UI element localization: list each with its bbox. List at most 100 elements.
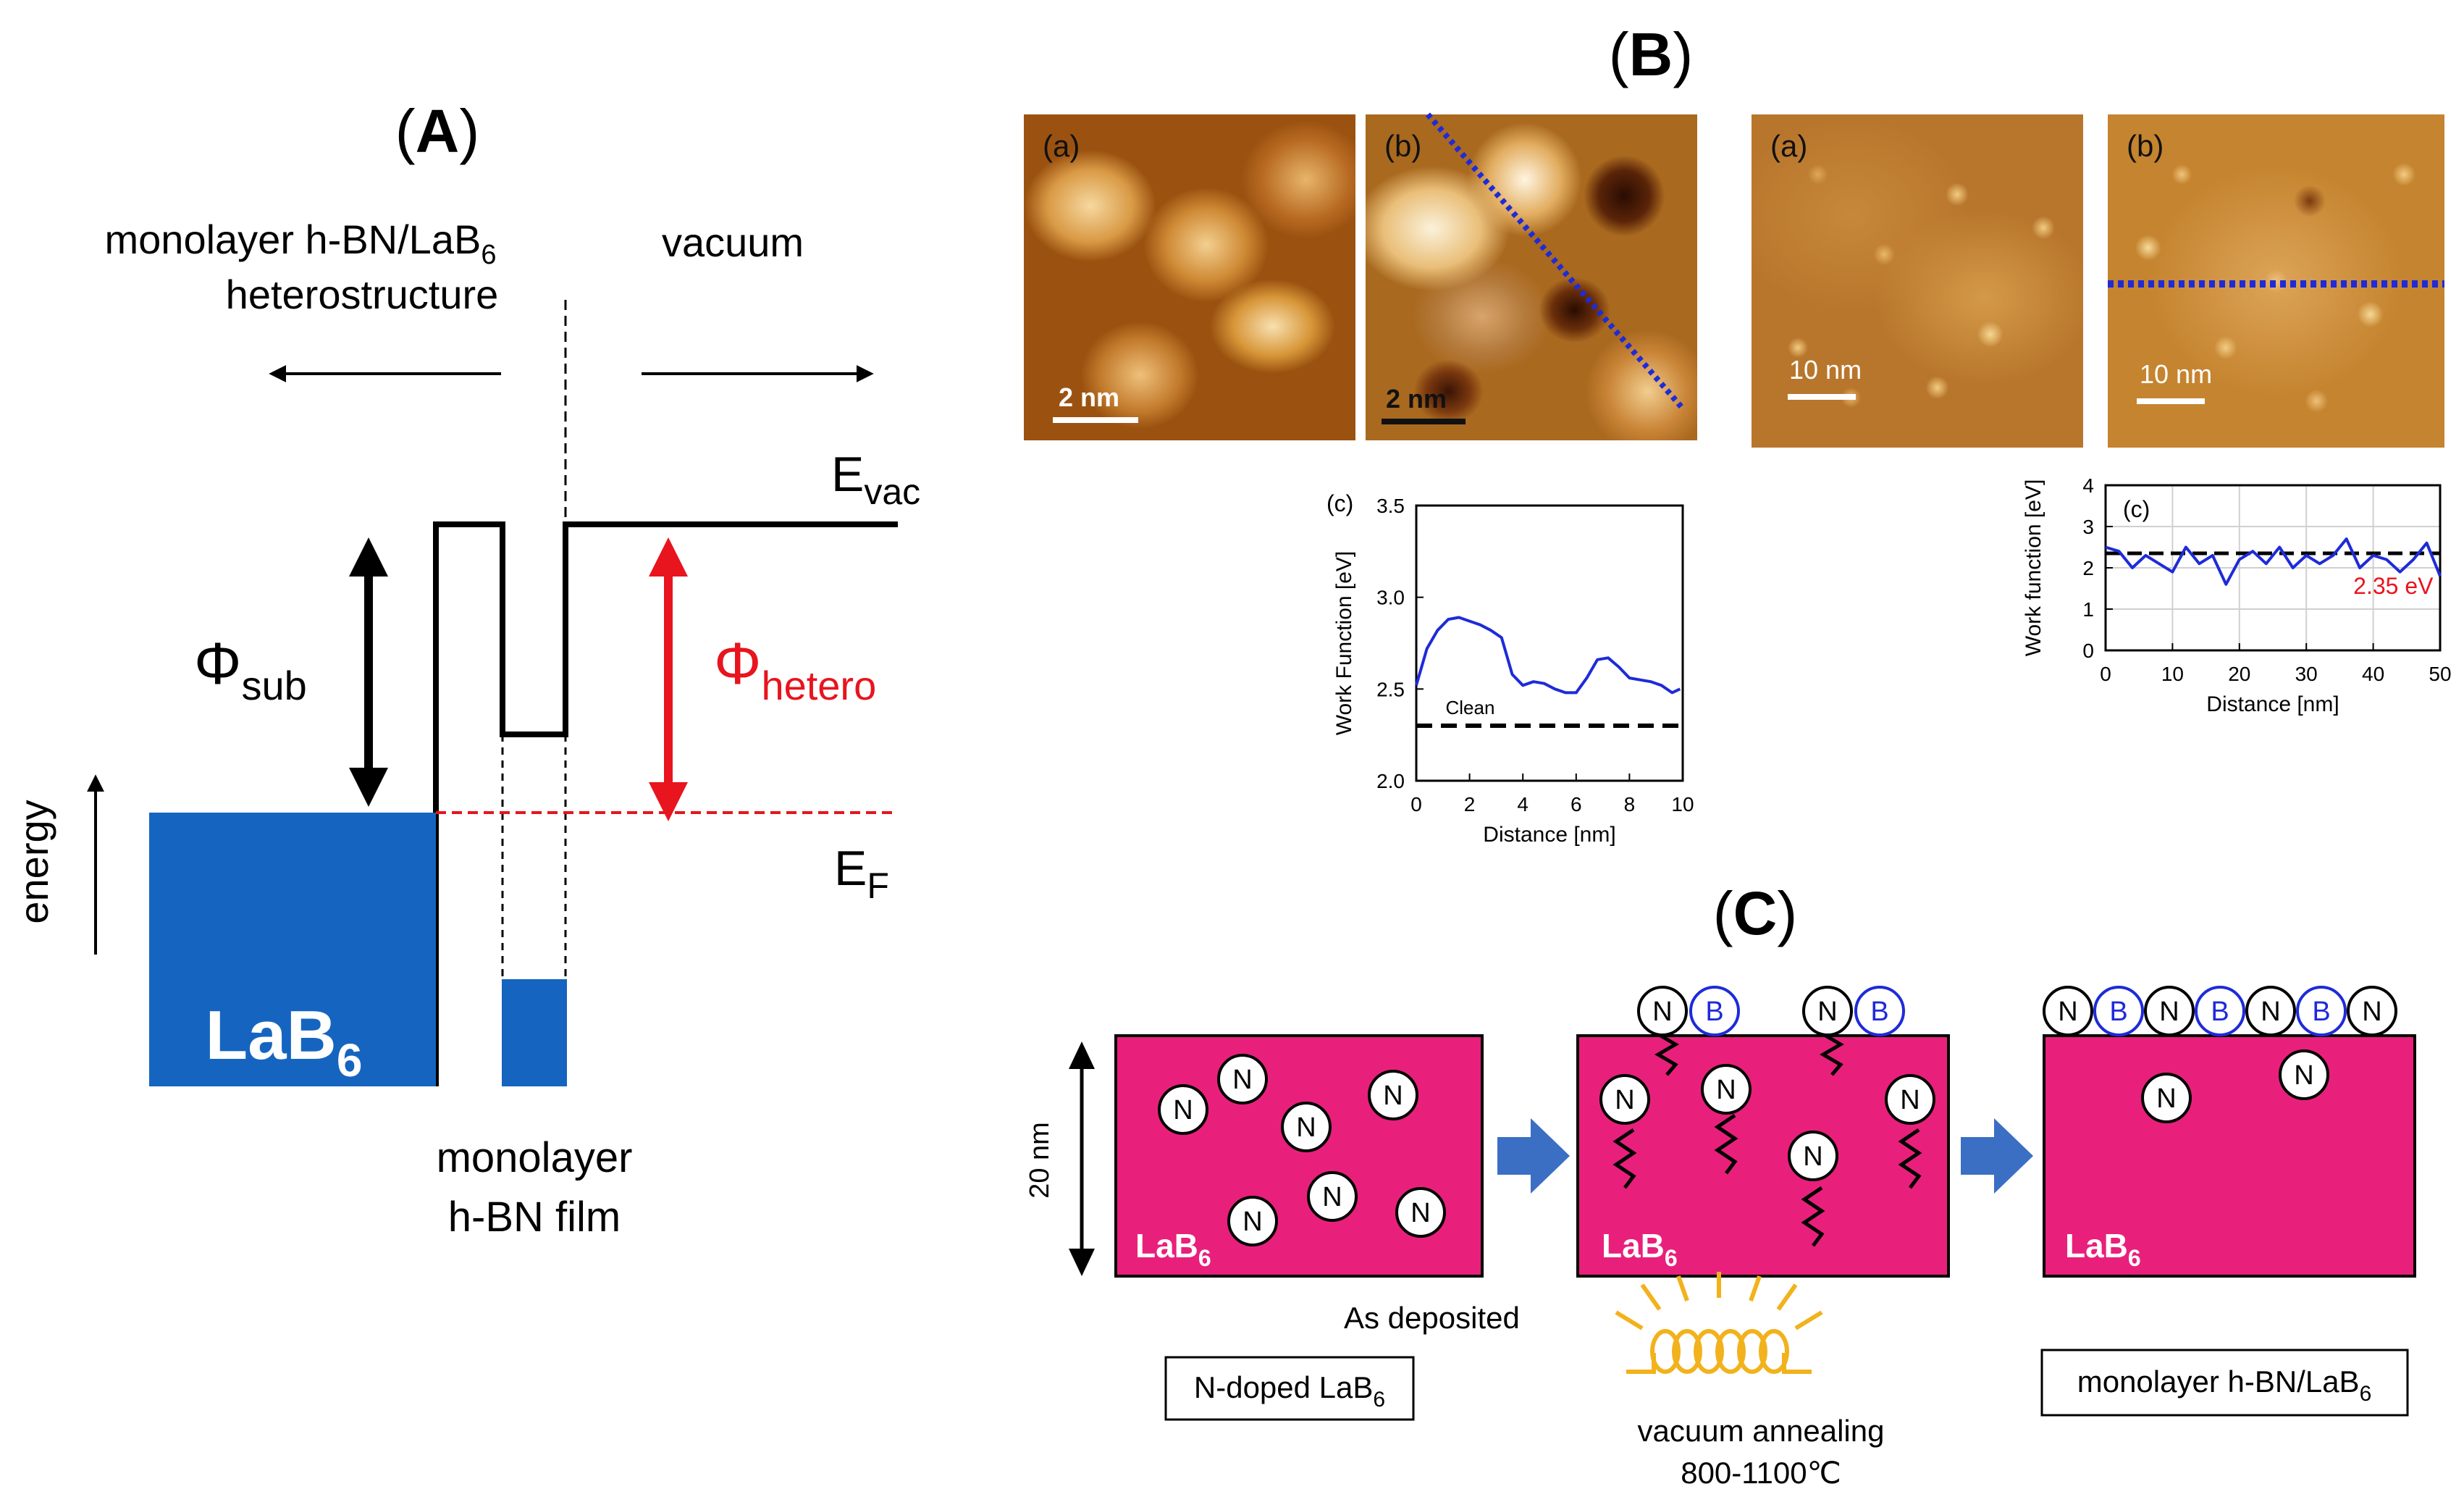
phi-sub-arrow [349, 537, 388, 807]
nitrogen-atom: N [1307, 1171, 1358, 1222]
y-tick-label: 4 [2082, 474, 2094, 497]
image-label: (a) [1770, 129, 1808, 163]
nitrogen-atom: N [2279, 1049, 2329, 1100]
x-tick-label: 2 [1464, 793, 1476, 816]
x-tick-label: 6 [1571, 793, 1582, 816]
x-tick-label: 8 [1624, 793, 1636, 816]
nitrogen-atom: N [1395, 1187, 1446, 1238]
atom-circle [2043, 986, 2093, 1036]
chart-panel-label: (c) [2123, 496, 2150, 522]
ef-label: EF [834, 841, 889, 906]
reference-annotation: 2.35 eV [2353, 573, 2434, 599]
nitrogen-atom: N [1788, 1131, 1838, 1181]
atom-symbol: N [2294, 1060, 2313, 1091]
phi-hetero-arrow [649, 537, 688, 821]
atom-circle [1227, 1196, 1278, 1246]
image-label: (a) [1043, 129, 1080, 163]
atom-symbol: B [2312, 997, 2330, 1027]
image-label: (b) [2127, 129, 2164, 163]
x-tick-label: 4 [1517, 793, 1529, 816]
nitrogen-atom: N [2347, 986, 2397, 1036]
diffusion-path [1801, 1186, 1825, 1247]
atom-circle [1395, 1187, 1446, 1238]
panel-c-label: (C) [1713, 879, 1798, 947]
boron-atom: B [2093, 986, 2144, 1036]
y-tick-label: 0 [2082, 640, 2094, 662]
atom-symbol: N [2156, 1083, 2176, 1114]
x-tick-label: 30 [2295, 663, 2318, 685]
thickness-arrow [1069, 1041, 1095, 1276]
block1-substrate-label: LaB6 [1135, 1227, 1211, 1271]
atom-symbol: N [1716, 1075, 1736, 1105]
atom-circle [2144, 986, 2195, 1036]
atom-symbol: N [1296, 1112, 1316, 1143]
nitrogen-atom: N [2245, 986, 2296, 1036]
caption-monolayer: monolayer h-BN/LaB6 [2077, 1364, 2372, 1406]
x-axis-label: Distance [nm] [2206, 692, 2339, 716]
diffusion-paths [1612, 1022, 1922, 1247]
x-tick-label: 50 [2429, 663, 2451, 685]
nitrogen-atom: N [1158, 1084, 1208, 1135]
scale-bar [1382, 419, 1466, 424]
nitrogen-atom: N [2043, 986, 2093, 1036]
nitrogen-atom: N [1217, 1054, 1268, 1104]
block3-substrate-label: LaB6 [2065, 1227, 2141, 1271]
panel-b-label: (B) [1609, 20, 1694, 88]
film-label-line2: h-BN film [448, 1194, 621, 1241]
plot-frame [1415, 504, 1684, 782]
stm-image-b-a-10nm: (a) 10 nm [1752, 114, 2083, 448]
atom-circle [1599, 1074, 1650, 1125]
boron-atom: B [1854, 986, 1905, 1036]
x-tick-label: 0 [2100, 663, 2111, 685]
image-label: (b) [1384, 129, 1422, 163]
nitrogen-atom: N [1281, 1102, 1332, 1152]
film-label-line1: monolayer [437, 1134, 633, 1181]
nitrogen-atom: N [1227, 1196, 1278, 1246]
atom-circle [1637, 986, 1688, 1036]
nitrogen-atom: N [1599, 1074, 1650, 1125]
nitrogen-atom: N [1802, 986, 1853, 1036]
process-arrow-1 [1497, 1118, 1570, 1194]
anneal-label-line2: 800-1100℃ [1681, 1456, 1841, 1490]
block-annealing [1576, 1034, 1950, 1278]
vacuum-label: vacuum [662, 219, 804, 265]
phi-sub-label: Φsub [194, 631, 307, 708]
block2-substrate-label: LaB6 [1602, 1227, 1678, 1271]
atom-circle [2279, 1049, 2329, 1100]
atom-circle [1885, 1074, 1935, 1125]
atom-circle [2093, 986, 2144, 1036]
boron-atom: B [2296, 986, 2347, 1036]
thickness-label: 20 nm [1025, 1122, 1055, 1199]
profile-line-diagonal [1425, 112, 1686, 411]
nitrogen-atom: N [2144, 986, 2195, 1036]
y-axis-label: Work Function [eV] [1332, 551, 1356, 736]
chart-panel-label: (c) [1326, 490, 1353, 516]
x-tick-label: 0 [1410, 793, 1422, 816]
atom-circle [1368, 1070, 1418, 1120]
diffusion-path [1714, 1113, 1738, 1175]
y-tick-label: 3 [2082, 516, 2094, 538]
series-line [2105, 537, 2442, 586]
nitrogen-atom: N [1885, 1074, 1935, 1125]
evac-label: Evac [831, 447, 920, 512]
atom-symbol: N [2159, 997, 2179, 1027]
atom-symbol: N [1173, 1095, 1193, 1125]
stm-image-b-a-2nm: (a) 2 nm [1024, 114, 1355, 440]
atom-circle [1689, 986, 1740, 1036]
atom-circle [2141, 1073, 2192, 1123]
energy-axis-label: energy [11, 800, 56, 923]
atom-circle [2245, 986, 2296, 1036]
y-tick-label: 3.5 [1376, 495, 1405, 517]
atom-symbol: N [1652, 997, 1672, 1027]
scale-bar-label: 2 nm [1386, 384, 1447, 414]
nitrogen-atom: N [1368, 1070, 1418, 1120]
heterostructure-label-line1: monolayer h-BN/LaB6 [105, 217, 497, 270]
boron-atom: B [2195, 986, 2245, 1036]
phi-hetero-label: Φhetero [714, 631, 876, 708]
nitrogen-atom: N [1637, 986, 1688, 1036]
caption-box-monolayer [2040, 1349, 2409, 1417]
